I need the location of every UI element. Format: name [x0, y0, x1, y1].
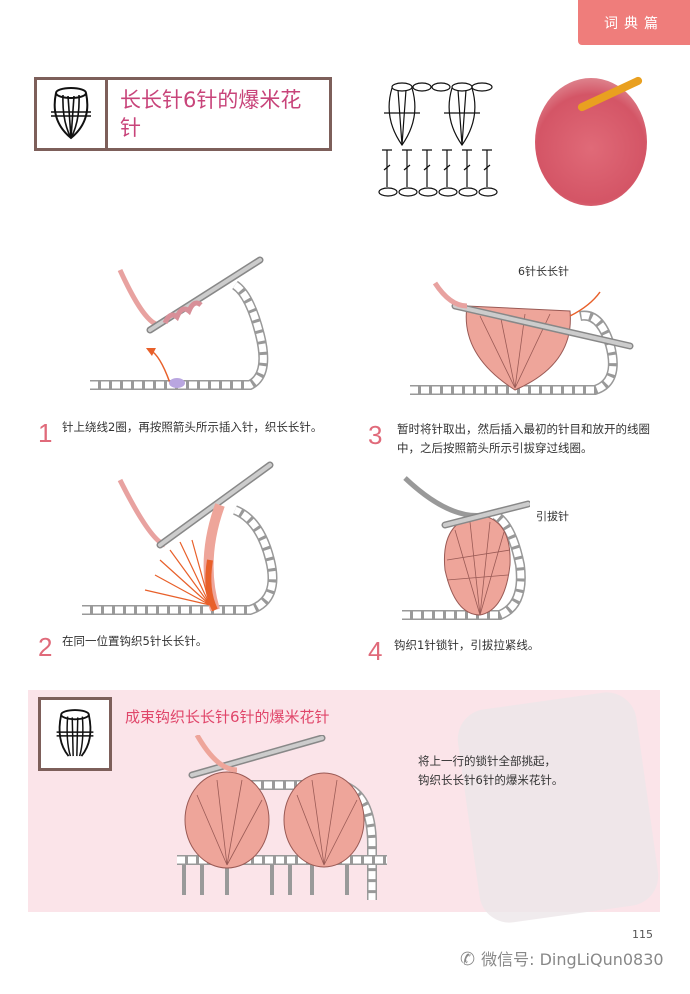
step-label: 6针长长针: [518, 265, 569, 278]
step-text: 针上绕线2圈，再按照箭头所示插入针，织长长针。: [62, 420, 323, 434]
step-number: 4: [368, 636, 383, 666]
popcorn-symbol-icon: [38, 697, 112, 771]
watermark-text: 微信号: DingLiQun0830: [481, 950, 664, 969]
section-tab: 词典篇: [578, 0, 690, 45]
step-text: 在同一位置钩织5针长长针。: [62, 634, 208, 648]
sample-photo: [535, 75, 647, 206]
wechat-icon: ✆: [460, 949, 476, 970]
step-1-illustration: [90, 256, 269, 390]
watermark: ✆ 微信号: DingLiQun0830: [460, 950, 664, 970]
stitch-chart-diagram: [378, 82, 498, 197]
section-title: 成束钩织长长针6针的爆米花针: [125, 708, 330, 726]
step-number: 3: [368, 420, 383, 450]
step-number: 1: [38, 418, 53, 448]
popcorn-symbol-icon: [37, 80, 108, 148]
crochet-hook-icon: [576, 75, 644, 113]
step-text: 暂时将针取出，然后插入最初的针目和放开的线圈中，之后按照箭头所示引拔穿过线圈。: [397, 422, 650, 455]
step-4-illustration: [402, 476, 530, 620]
background-photo: [453, 688, 663, 927]
step-text: 钩织1针锁针，引拔拉紧线。: [394, 638, 540, 652]
bundle-illustration: [177, 735, 387, 900]
title-box: 长长针6针的爆米花针: [34, 77, 332, 151]
step-number: 2: [38, 632, 53, 662]
step-label: 引拔针: [536, 510, 569, 523]
section-text-line: 将上一行的锁针全部挑起，: [418, 754, 556, 768]
section-text: 将上一行的锁针全部挑起， 钩织长长针6针的爆米花针。: [418, 752, 563, 790]
page-number: 115: [632, 928, 653, 941]
step-3-illustration: [410, 281, 634, 395]
page-title: 长长针6针的爆米花针: [120, 88, 302, 140]
section-text-line: 钩织长长针6针的爆米花针。: [418, 773, 564, 787]
step-2-illustration: [82, 461, 278, 615]
